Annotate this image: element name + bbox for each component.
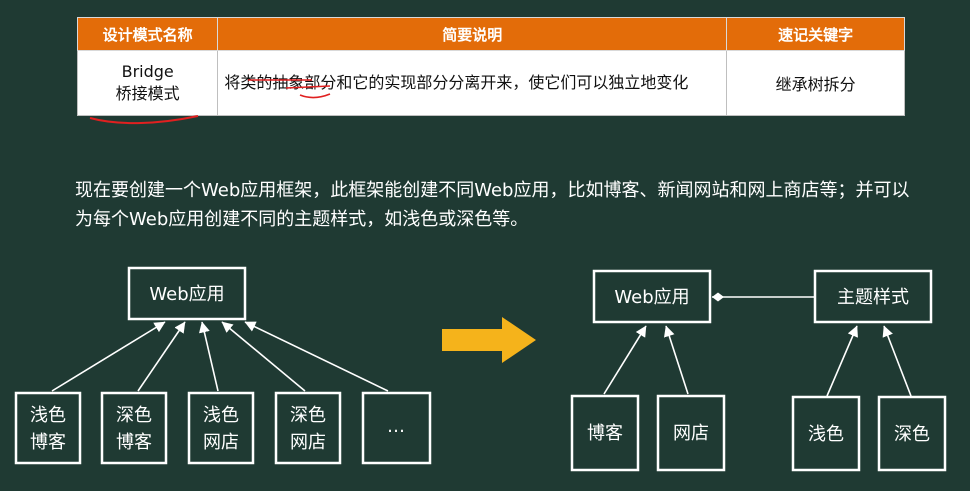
table-row: Bridge 桥接模式 将类的抽象部分和它的实现部分分离开来，使它们可以独立地变… (76, 50, 905, 116)
left-child-label: 博客 (116, 432, 152, 453)
implementor-child-label: 浅色 (808, 424, 844, 445)
abstraction-child-label: 网店 (673, 423, 709, 444)
inheritance-arrow (51, 321, 166, 392)
red-underline-annotation (299, 93, 331, 99)
abstraction-child-box (656, 394, 726, 472)
pattern-name-cn: 桥接模式 (115, 84, 180, 103)
transform-arrow-icon (442, 317, 536, 363)
inheritance-arrow (663, 325, 689, 395)
left-child-label: 浅色 (30, 405, 66, 426)
pattern-description: 将类的抽象部分和它的实现部分分离开来，使它们可以独立地变化 (217, 50, 728, 116)
inheritance-arrow (603, 325, 647, 395)
inheritance-arrow (826, 325, 858, 397)
pattern-keyword: 继承树拆分 (726, 50, 905, 116)
implementor-child-box (791, 395, 861, 472)
left-child-label: 深色 (116, 405, 152, 426)
left-child-label: 博客 (30, 432, 66, 453)
left-child-box (100, 391, 168, 465)
implementor-child-label: 深色 (894, 424, 930, 445)
implementor-label: 主题样式 (837, 287, 909, 308)
left-child-box (14, 391, 82, 465)
pattern-name-en: Bridge (121, 62, 174, 81)
left-parent-label: Web应用 (149, 284, 224, 305)
left-child-label: 深色 (290, 405, 326, 426)
pattern-name-cell: Bridge 桥接模式 (76, 50, 219, 116)
header-keyword: 速记关键字 (726, 17, 905, 51)
table-header-row: 设计模式名称 简要说明 速记关键字 (76, 17, 905, 51)
header-description: 简要说明 (217, 17, 728, 51)
left-child-label: … (387, 416, 405, 437)
scenario-text: 现在要创建一个Web应用框架，此框架能创建不同Web应用，比如博客、新闻网站和网… (75, 180, 910, 230)
red-underline-annotation (285, 85, 331, 89)
inheritance-arrow (882, 325, 912, 397)
inheritance-arrow (221, 321, 306, 392)
left-child-box (274, 391, 342, 465)
inheritance-arrow (244, 321, 389, 392)
left-parent-box (127, 266, 247, 321)
abstraction-label: Web应用 (614, 287, 689, 308)
left-child-label: 网店 (290, 432, 326, 453)
left-child-label: 浅色 (203, 405, 239, 426)
abstraction-child-box (570, 394, 640, 472)
left-child-label: 网店 (203, 432, 239, 453)
left-child-box (187, 391, 255, 465)
red-underline-annotation (89, 115, 199, 125)
abstraction-child-label: 博客 (587, 423, 623, 444)
implementor-child-box (877, 395, 947, 472)
inheritance-arrow (137, 321, 186, 392)
left-child-box (361, 391, 432, 465)
header-pattern-name: 设计模式名称 (76, 17, 219, 51)
pattern-table: 设计模式名称 简要说明 速记关键字 Bridge 桥接模式 将类的抽象部分和它的… (76, 17, 905, 116)
inheritance-arrow (199, 321, 219, 392)
abstraction-box (592, 269, 712, 324)
